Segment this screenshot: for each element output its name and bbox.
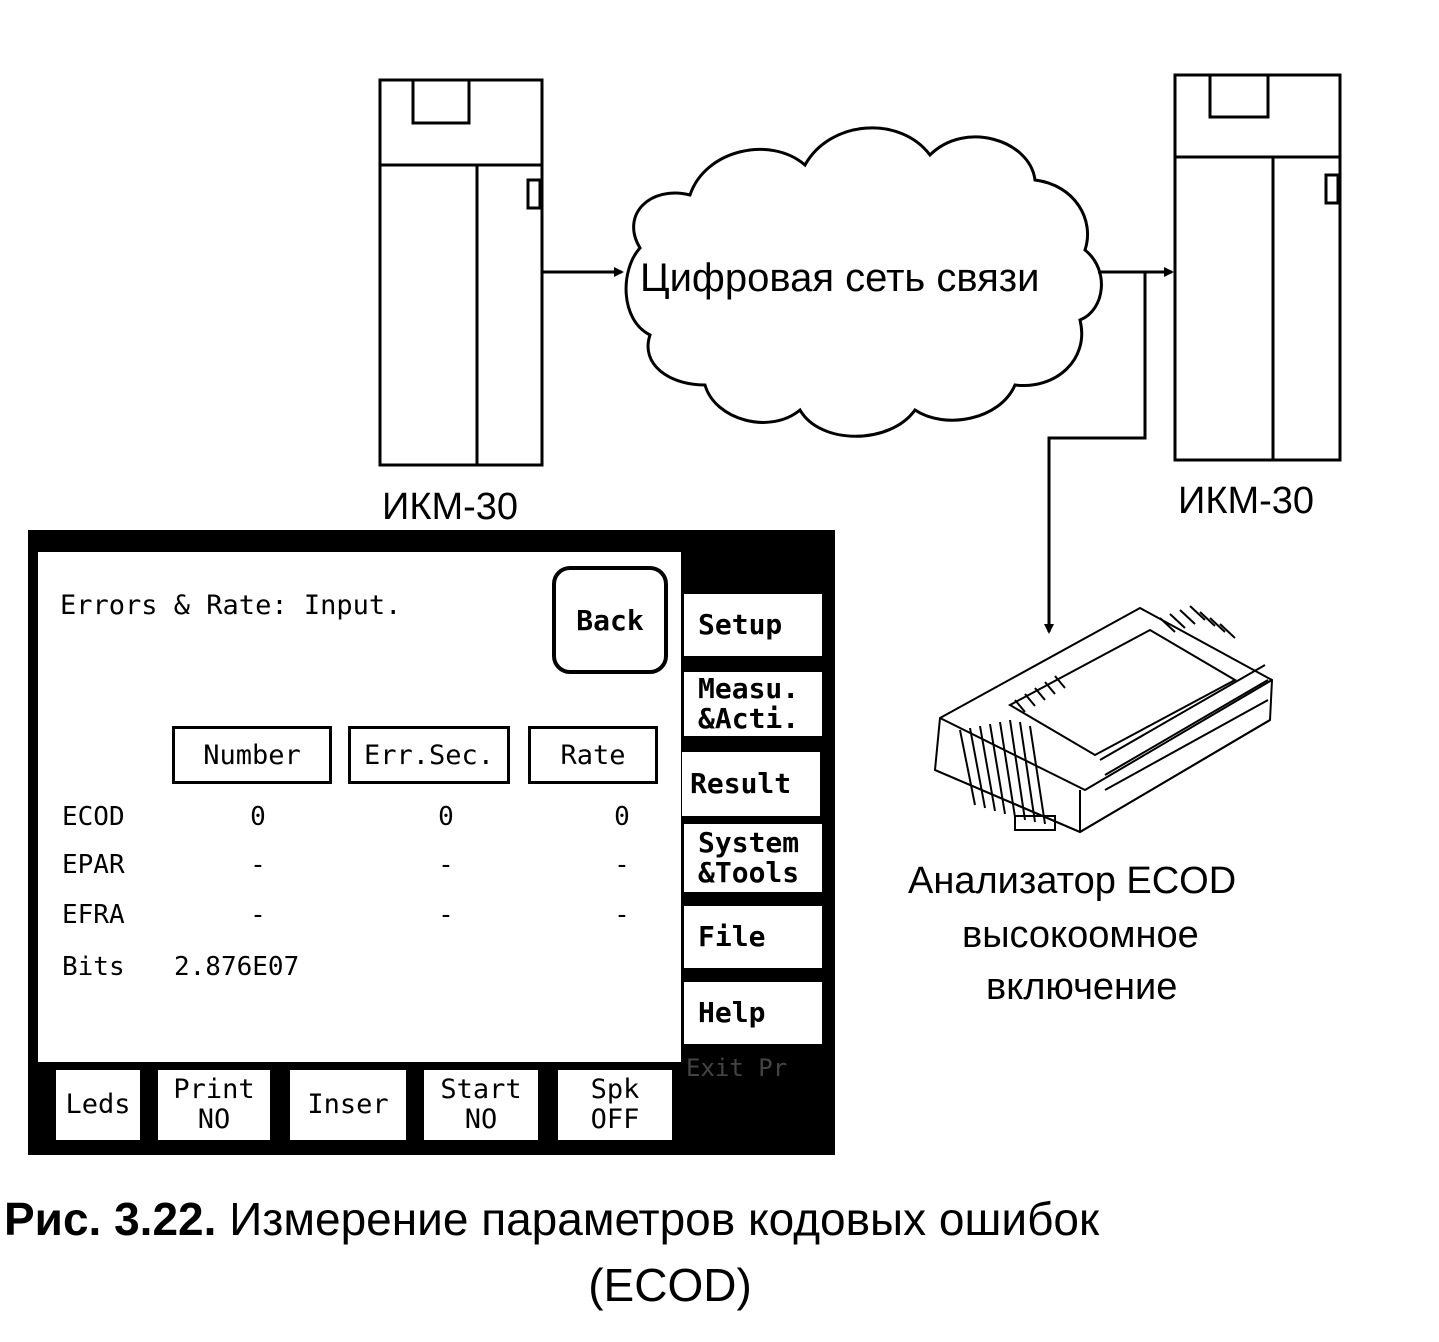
softkey-print-state: NO: [197, 1104, 231, 1135]
row-label-bits: Bits: [62, 952, 125, 982]
softkey-start-label: Start: [440, 1074, 522, 1105]
menu-result-label: Result: [690, 767, 792, 800]
epar-number-value: -: [250, 850, 266, 880]
figure-number: Рис. 3.22.: [4, 1193, 217, 1245]
menu-system-tools-label-2: &Tools: [698, 856, 800, 889]
exit-print-text: Exit Pr: [686, 1054, 788, 1082]
ecod-analyzer-device: [933, 605, 1274, 834]
analyzer-label-line-3: включение: [986, 966, 1178, 1008]
softkey-leds-button[interactable]: Leds: [56, 1070, 140, 1140]
right-device-label: ИКМ-30: [1178, 480, 1315, 522]
ecod-tester-screen: Errors & Rate: Input. Back Number Err.Se…: [28, 530, 835, 1155]
row-label-epar: EPAR: [62, 850, 125, 880]
network-cloud: [624, 126, 1103, 438]
menu-file-button[interactable]: File: [684, 906, 822, 968]
softkey-leds-label: Leds: [65, 1089, 131, 1120]
softkey-print-button[interactable]: Print NO: [158, 1070, 270, 1140]
menu-file-label: File: [698, 920, 766, 953]
row-label-efra: EFRA: [62, 900, 125, 930]
softkey-insert-button[interactable]: Inser: [290, 1070, 406, 1140]
right-ikm30-device: [1173, 73, 1342, 462]
softkey-speaker-button[interactable]: Spk OFF: [558, 1070, 672, 1140]
back-button[interactable]: Back: [552, 566, 668, 674]
left-device-label: ИКМ-30: [382, 486, 519, 528]
softkey-speaker-state: OFF: [590, 1104, 640, 1135]
results-display: Errors & Rate: Input. Back Number Err.Se…: [38, 552, 681, 1062]
menu-setup-button[interactable]: Setup: [684, 594, 822, 656]
menu-measurement-button[interactable]: Measu. &Acti.: [684, 672, 822, 736]
menu-system-tools-button[interactable]: System &Tools: [684, 824, 822, 892]
tap-line-to-analyzer: [1044, 272, 1147, 634]
softkey-print-label: Print: [173, 1074, 255, 1105]
figure-caption-text-1: Измерение параметров кодовых ошибок: [229, 1193, 1100, 1245]
efra-errsec-value: -: [438, 900, 454, 930]
menu-help-label: Help: [698, 996, 766, 1029]
menu-help-button[interactable]: Help: [684, 982, 822, 1044]
epar-errsec-value: -: [438, 850, 454, 880]
bits-value: 2.876E07: [174, 952, 300, 982]
ecod-number-value: 0: [250, 802, 266, 832]
efra-number-value: -: [250, 900, 266, 930]
left-ikm30-device: [378, 78, 544, 467]
softkey-insert-label: Inser: [307, 1089, 389, 1120]
menu-setup-label: Setup: [698, 608, 783, 641]
column-number-button[interactable]: Number: [172, 726, 332, 784]
ecod-rate-value: 0: [614, 802, 630, 832]
softkey-speaker-label: Spk: [590, 1074, 640, 1105]
menu-measurement-label-1: Measu.: [698, 672, 800, 705]
softkey-start-state: NO: [464, 1104, 498, 1135]
column-rate-button[interactable]: Rate: [528, 726, 658, 784]
analyzer-label-line-2: высокоомное: [962, 914, 1199, 956]
menu-result-button[interactable]: Result: [682, 752, 820, 816]
epar-rate-value: -: [614, 850, 630, 880]
menu-system-tools-label-1: System: [698, 826, 800, 859]
ecod-errsec-value: 0: [438, 802, 454, 832]
menu-measurement-label-2: &Acti.: [698, 702, 800, 735]
figure-caption-line-1: Рис. 3.22. Измерение параметров кодовых …: [4, 1192, 1439, 1246]
screen-title: Errors & Rate: Input.: [60, 590, 402, 621]
network-label: Цифровая сеть связи: [640, 256, 1040, 300]
column-errsec-button[interactable]: Err.Sec.: [348, 726, 510, 784]
analyzer-label-line-1: Анализатор ECOD: [908, 860, 1237, 902]
softkey-start-button[interactable]: Start NO: [424, 1070, 538, 1140]
row-label-ecod: ECOD: [62, 802, 125, 832]
figure-caption-line-2: (ECOD): [588, 1259, 752, 1311]
efra-rate-value: -: [614, 900, 630, 930]
